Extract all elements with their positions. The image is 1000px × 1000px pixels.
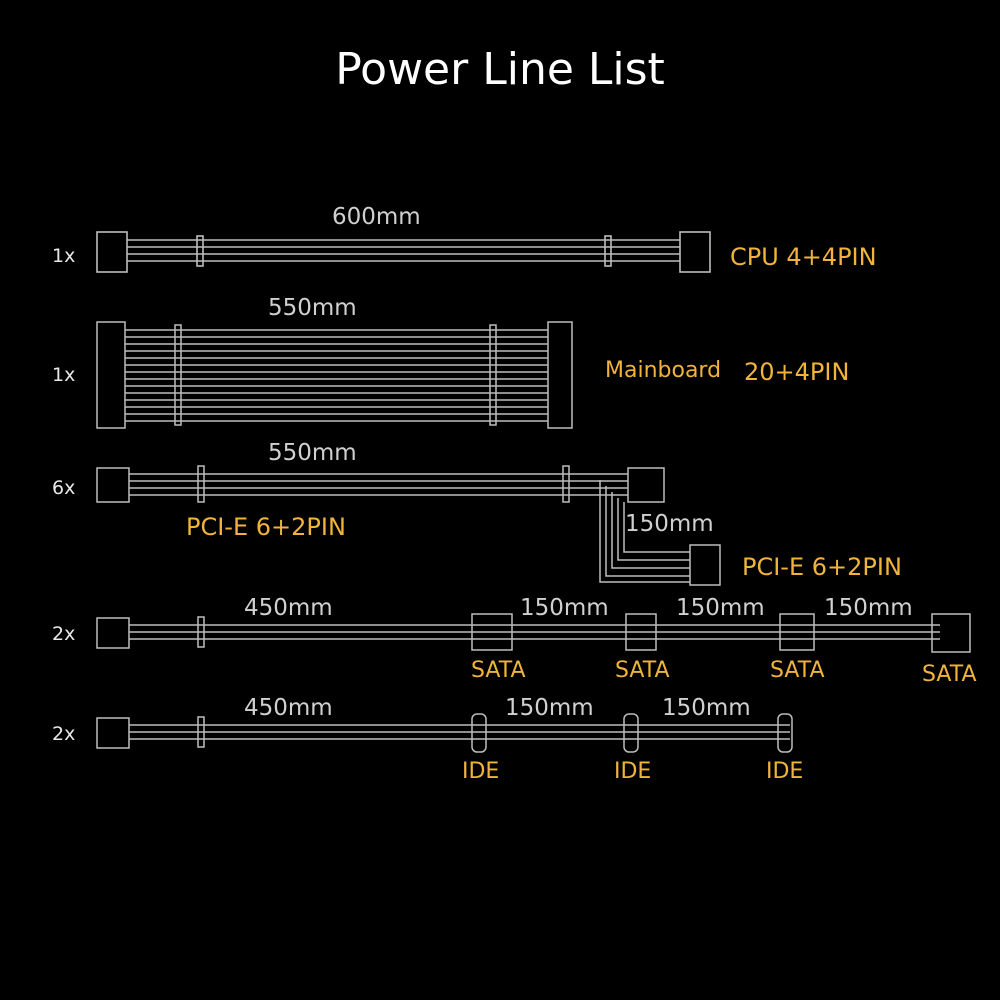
sata-cable [96, 613, 971, 653]
sata-connector-3 [779, 613, 815, 651]
pcie-cable [96, 465, 721, 586]
sata-connector-2 [625, 613, 657, 651]
cpu-cable [96, 231, 711, 273]
ide-count: 2x [52, 723, 76, 745]
pcie-branch-connector [689, 544, 721, 586]
mainboard-connector-name: Mainboard [605, 358, 722, 383]
ide-length-1: 450mm [244, 695, 333, 721]
ide-connector-3 [777, 713, 793, 753]
cpu-count: 1x [52, 245, 76, 267]
sata-label-1: SATA [471, 658, 526, 683]
sata-length-4: 150mm [824, 595, 913, 621]
ide-psu-connector [96, 717, 130, 749]
ide-label-2: IDE [614, 759, 652, 784]
ide-length-3: 150mm [662, 695, 751, 721]
pcie-length: 550mm [268, 440, 357, 466]
pcie-connector-label: PCI-E 6+2PIN [186, 513, 346, 541]
ide-connector-1 [471, 713, 487, 753]
pcie-device-connector [627, 467, 665, 503]
sata-connector-1 [471, 613, 513, 651]
mainboard-length: 550mm [268, 295, 357, 321]
ide-length-2: 150mm [505, 695, 594, 721]
pcie-branch-length: 150mm [625, 511, 714, 537]
pcie-branch-connector-label: PCI-E 6+2PIN [742, 553, 902, 581]
sata-length-3: 150mm [676, 595, 765, 621]
sata-count: 2x [52, 623, 76, 645]
ide-label-1: IDE [462, 759, 500, 784]
page-title: Power Line List [335, 44, 665, 95]
pcie-count: 6x [52, 477, 76, 499]
cpu-connector-label: CPU 4+4PIN [730, 243, 877, 271]
sata-label-2: SATA [615, 658, 670, 683]
cpu-length: 600mm [332, 204, 421, 230]
cpu-device-connector [679, 231, 711, 273]
sata-label-4: SATA [922, 662, 977, 687]
sata-connector-4 [931, 613, 971, 653]
cpu-psu-connector [96, 231, 128, 273]
sata-psu-connector [96, 617, 130, 649]
mainboard-cable [96, 321, 573, 429]
sata-length-1: 450mm [244, 595, 333, 621]
mainboard-connector-pins: 20+4PIN [744, 358, 850, 386]
mainboard-psu-connector [96, 321, 126, 429]
ide-cable [96, 713, 793, 753]
sata-length-2: 150mm [520, 595, 609, 621]
ide-label-3: IDE [766, 759, 804, 784]
sata-label-3: SATA [770, 658, 825, 683]
mainboard-device-connector [547, 321, 573, 429]
ide-connector-2 [623, 713, 639, 753]
mainboard-count: 1x [52, 364, 76, 386]
pcie-psu-connector [96, 467, 130, 503]
